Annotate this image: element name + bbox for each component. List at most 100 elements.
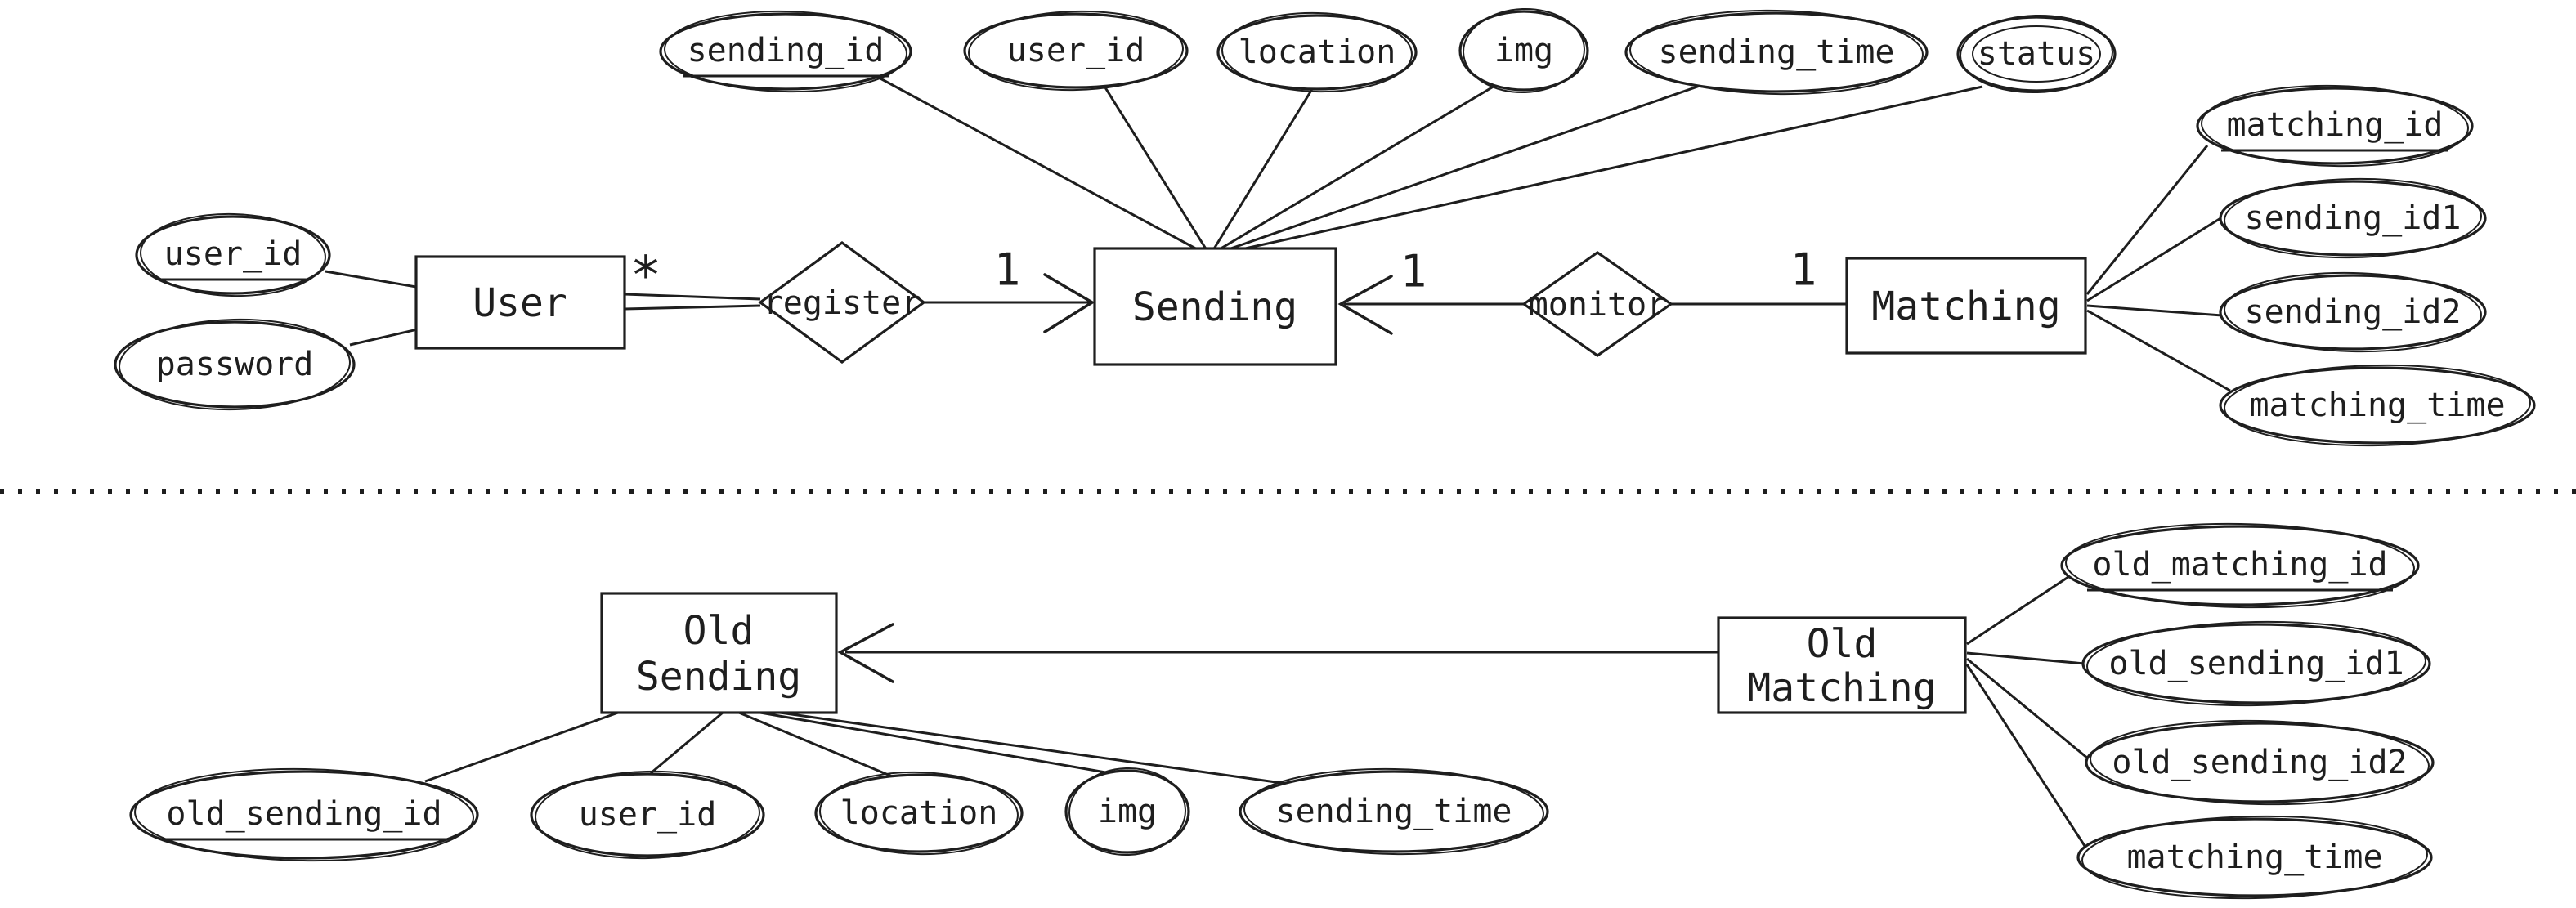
attribute-oldsending-userid-label: user_id: [579, 796, 717, 834]
entity-user: User: [414, 255, 626, 350]
connector-user-register-line1: [624, 293, 761, 301]
attribute-oldsending-sendingtime: sending_time: [1239, 767, 1549, 856]
entity-old-matching: Old Matching: [1717, 616, 1967, 714]
attribute-oldmatching-matchingtime: matching_time: [2076, 815, 2433, 900]
attribute-oldsending-location-ellipse: [814, 773, 1024, 853]
connector-location-sending: [1212, 88, 1314, 251]
relationship-register-diamond: [758, 241, 926, 364]
connector-oldmatching-matchingtime: [1965, 664, 2088, 849]
attribute-sending-sendingtime-sketch: [1629, 9, 1924, 96]
attribute-oldmatching-oldsendingid1-ellipse: [2081, 623, 2431, 704]
attribute-sending-userid: user_id: [963, 10, 1189, 92]
attribute-oldsending-userid-sketch: [535, 770, 760, 860]
entity-sending: Sending: [1093, 247, 1337, 366]
attribute-matching-sendingid2-ellipse: [2219, 274, 2487, 351]
relationship-monitor-label: monitor: [1529, 286, 1667, 324]
attribute-oldsending-location-sketch: [819, 771, 1019, 856]
attribute-oldmatching-matchingtime-ellipse: [2076, 817, 2433, 897]
attribute-oldmatching-oldsendingid1: old_sending_id1: [2081, 620, 2431, 707]
attribute-matching-matchingid: matching_id: [2196, 84, 2474, 168]
entity-matching-label: Matching: [1871, 284, 2060, 329]
attribute-oldsending-oldsendingid: old_sending_id: [129, 767, 479, 862]
connector-matching-sendingid2: [2086, 304, 2223, 317]
attribute-sending-userid-sketch: [968, 10, 1184, 92]
relationship-monitor: monitor: [1521, 251, 1673, 357]
attribute-oldsending-sendingtime-ellipse: [1239, 770, 1549, 853]
entity-matching-box: [1845, 257, 2087, 355]
attribute-matching-matchingtime-sketch: [2224, 364, 2531, 447]
attribute-matching-sendingid1-label: sending_id1: [2245, 199, 2462, 237]
attribute-oldmatching-oldsendingid2-ellipse: [2085, 722, 2435, 803]
connectors: [325, 76, 2231, 849]
attribute-oldsending-img-ellipse: [1064, 769, 1190, 854]
connector-userid-user: [325, 270, 422, 289]
attribute-sending-location-ellipse: [1216, 14, 1418, 91]
attribute-oldsending-userid-ellipse: [530, 772, 765, 857]
attribute-sending-status-outer-ellipse: [1956, 16, 2117, 92]
attribute-oldmatching-oldmatchingid-sketch: [2065, 522, 2415, 609]
connector-oldmatching-oldmatchingid: [1966, 572, 2074, 646]
attribute-sending-location-label: location: [1239, 34, 1396, 71]
connector-oldsending-oldsendingid: [424, 711, 619, 783]
connector-password-user: [349, 327, 422, 347]
connector-oldmatching-oldsendingid1: [1966, 651, 2085, 665]
attribute-sending-location: location: [1216, 11, 1418, 93]
attribute-matching-sendingid2: sending_id2: [2219, 271, 2487, 353]
attribute-oldmatching-oldmatchingid-label: old_matching_id: [2092, 546, 2387, 584]
entity-old-matching-label-line2: Matching: [1747, 665, 1936, 711]
attribute-matching-sendingid2-label: sending_id2: [2245, 293, 2462, 331]
attribute-sending-sendingtime-label: sending_time: [1659, 34, 1895, 71]
connector-userid-sending: [1102, 84, 1208, 251]
attribute-oldmatching-oldsendingid2-label: old_sending_id2: [2112, 744, 2407, 781]
connector-sendingid-sending: [878, 76, 1201, 253]
attribute-matching-matchingid-sketch: [2201, 84, 2469, 168]
attribute-sending-location-sketch: [1221, 11, 1413, 93]
relationship-register-label: register: [764, 284, 921, 322]
entity-old-matching-label-line1: Old: [1807, 621, 1878, 667]
attribute-matching-sendingid2-sketch: [2224, 271, 2482, 353]
connector-img-sending: [1217, 81, 1501, 252]
connector-oldsending-img: [759, 711, 1111, 775]
attribute-user-password-label: password: [156, 346, 314, 383]
entity-user-label: User: [473, 280, 567, 326]
attribute-oldsending-userid: user_id: [530, 770, 765, 860]
attribute-oldmatching-oldmatchingid-ellipse: [2060, 525, 2420, 606]
attribute-sending-sendingid: sending_id: [659, 10, 912, 93]
attribute-oldsending-img-sketch: [1068, 767, 1186, 857]
relationship-register: register: [758, 241, 926, 364]
entity-old-sending: Old Sending: [600, 592, 838, 714]
attribute-oldmatching-oldsendingid2-sketch: [2090, 719, 2430, 806]
attribute-sending-userid-label: user_id: [1007, 32, 1145, 69]
attribute-user-password: password: [114, 318, 356, 411]
entity-old-sending-box: [600, 592, 838, 714]
attribute-user-password-sketch: [119, 318, 351, 411]
attribute-oldsending-oldsendingid-ellipse: [129, 770, 479, 860]
attribute-oldmatching-oldsendingid1-label: old_sending_id1: [2108, 645, 2404, 682]
connector-matching-matchingid: [2085, 145, 2209, 295]
connector-sendingtime-sending: [1223, 83, 1705, 253]
attribute-sending-status: status: [1956, 14, 2117, 94]
attribute-oldmatching-oldsendingid1-sketch: [2086, 620, 2426, 707]
attribute-oldsending-oldsendingid-sketch: [134, 767, 474, 862]
arrowhead-monitor-sending: [1337, 275, 1393, 335]
attribute-matching-sendingid1-ellipse: [2219, 180, 2487, 257]
attribute-sending-sendingtime-ellipse: [1624, 11, 1929, 93]
attribute-sending-status-inner-ellipse: [1972, 25, 2101, 83]
attribute-oldsending-img-label: img: [1098, 793, 1157, 830]
attribute-sending-status-label: status: [1978, 35, 2096, 73]
attribute-matching-matchingtime-ellipse: [2219, 366, 2536, 445]
attribute-oldmatching-matchingtime-label: matching_time: [2126, 839, 2382, 876]
attribute-sending-status-sketch: [1960, 14, 2113, 94]
cardinality-monitor-matching: 1: [1790, 244, 1817, 296]
relationship-monitor-diamond: [1521, 251, 1673, 357]
attribute-matching-sendingid1-sketch: [2224, 177, 2482, 259]
attribute-user-userid: user_id: [135, 212, 331, 297]
connector-user-register-line2: [624, 304, 761, 311]
entity-matching: Matching: [1845, 257, 2087, 355]
attribute-matching-matchingid-ellipse: [2196, 87, 2474, 165]
attribute-user-userid-sketch: [140, 212, 326, 297]
attribute-oldmatching-matchingtime-sketch: [2081, 815, 2428, 900]
attribute-matching-matchingtime-label: matching_time: [2249, 387, 2505, 424]
connector-oldmatching-oldsendingid2: [1966, 657, 2089, 760]
attribute-oldsending-img: img: [1064, 767, 1190, 857]
